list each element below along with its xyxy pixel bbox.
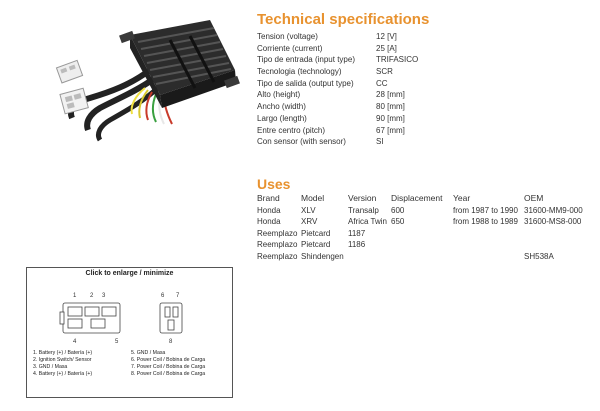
- pin-label-7: 7: [176, 293, 180, 299]
- cell-version: Africa Twin: [348, 217, 387, 227]
- table-row: Honda XRV Africa Twin 650 from 1988 to 1…: [257, 216, 597, 228]
- spec-label: Tipo de salida (output type): [257, 78, 354, 88]
- spec-value: TRIFASICO: [376, 55, 419, 65]
- uses-title: Uses: [257, 176, 291, 192]
- spec-label: Largo (length): [257, 113, 307, 123]
- legend-item: 4. Battery (+) / Batería (+): [33, 371, 93, 377]
- three-pin-connector-icon: [159, 302, 183, 334]
- spec-label: Ancho (width): [257, 102, 306, 112]
- legend-item: 7. Power Coil / Bobina de Carga: [131, 364, 206, 370]
- cell-brand: Reemplazo: [257, 228, 298, 238]
- pin-label-2: 2: [90, 293, 94, 299]
- table-row: Reemplazo Pietcard 1186: [257, 239, 597, 251]
- header-year: Year: [453, 193, 471, 203]
- spec-value: CC: [376, 78, 388, 88]
- pin-label-1: 1: [73, 293, 77, 299]
- spec-label: Con sensor (with sensor): [257, 137, 346, 147]
- cell-brand: Honda: [257, 217, 281, 227]
- cell-oem: 31600-MS8-000: [524, 217, 582, 227]
- spec-value: 12 [V]: [376, 32, 397, 41]
- five-pin-connector-icon: [59, 302, 121, 334]
- legend-item: 8. Power Coil / Bobina de Carga: [131, 371, 206, 377]
- pin-label-6: 6: [161, 293, 165, 299]
- pin-label-8: 8: [169, 339, 173, 345]
- spec-value: 67 [mm]: [376, 125, 405, 135]
- uses-header-row: Brand Model Version Displacement Year OE…: [257, 193, 597, 205]
- header-brand: Brand: [257, 193, 280, 203]
- cell-version: Transalp: [348, 205, 379, 215]
- spec-label: Corriente (current): [257, 43, 323, 53]
- spec-label: Tension (voltage): [257, 32, 318, 41]
- cell-brand: Honda: [257, 205, 281, 215]
- spec-value: 25 [A]: [376, 43, 397, 53]
- spec-value: SI: [376, 137, 384, 147]
- cell-model: XLV: [301, 205, 316, 215]
- header-model: Model: [301, 193, 325, 203]
- cell-version: 1187: [348, 228, 366, 238]
- cell-displacement: 650: [391, 217, 405, 227]
- spec-label: Tecnologia (technology): [257, 67, 342, 77]
- cell-version: 1186: [348, 240, 366, 250]
- spec-value: 28 [mm]: [376, 90, 405, 100]
- spec-value: 90 [mm]: [376, 113, 405, 123]
- cell-brand: Reemplazo: [257, 251, 298, 261]
- legend-item: 1. Battery (+) / Batería (+): [33, 350, 93, 356]
- cell-model: Shindengen: [301, 251, 344, 261]
- enlarge-toggle-link[interactable]: Click to enlarge / minimize: [85, 270, 174, 277]
- spec-value: 80 [mm]: [376, 102, 405, 112]
- cell-brand: Reemplazo: [257, 240, 298, 250]
- uses-table: Brand Model Version Displacement Year OE…: [257, 193, 597, 263]
- table-row: Reemplazo Shindengen SH538A: [257, 251, 597, 263]
- pin-label-3: 3: [102, 293, 106, 299]
- pin-label-5: 5: [115, 339, 119, 345]
- cell-oem: SH538A: [524, 251, 554, 261]
- legend-item: 2. Ignition Switch/ Sensor: [33, 357, 92, 363]
- table-row: Reemplazo Pietcard 1187: [257, 228, 597, 240]
- spec-label: Alto (height): [257, 90, 301, 100]
- pin-label-4: 4: [73, 339, 77, 345]
- header-version: Version: [348, 193, 377, 203]
- header-oem: OEM: [524, 193, 544, 203]
- spec-label: Tipo de entrada (input type): [257, 55, 355, 65]
- cell-model: XRV: [301, 217, 318, 227]
- spec-label: Entre centro (pitch): [257, 125, 326, 135]
- connector-diagram: 1 2 3 4 5 6 7 8: [59, 293, 183, 345]
- header-displacement: Displacement: [391, 193, 443, 203]
- cell-oem: 31600-MM9-000: [524, 205, 583, 215]
- spec-title: Technical specifications: [257, 11, 430, 28]
- cell-year: from 1988 to 1989: [453, 217, 518, 227]
- cell-model: Pietcard: [301, 240, 331, 250]
- cell-year: from 1987 to 1990: [453, 205, 518, 215]
- legend-item: 5. GND / Masa: [131, 350, 166, 356]
- spec-value: SCR: [376, 67, 393, 77]
- cell-displacement: 600: [391, 205, 405, 215]
- product-photo: [55, 20, 240, 142]
- wiring-diagram[interactable]: Click to enlarge / minimize 1 2 3 4 5 6 …: [26, 267, 233, 398]
- legend-item: 6. Power Coil / Bobina de Carga: [131, 357, 206, 363]
- legend-item: 3. GND / Masa: [33, 364, 68, 370]
- table-row: Honda XLV Transalp 600 from 1987 to 1990…: [257, 205, 597, 217]
- cell-model: Pietcard: [301, 228, 331, 238]
